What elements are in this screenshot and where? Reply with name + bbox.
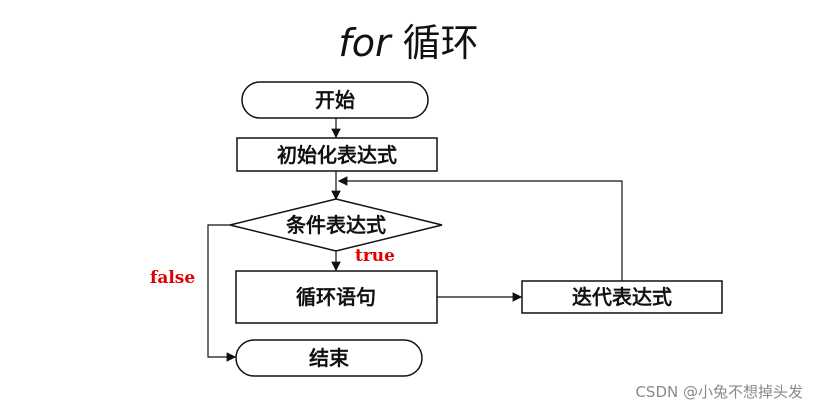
body-node (235, 270, 438, 324)
body-node-label: 循环语句 (296, 285, 376, 309)
arrow-condition-end (207, 224, 237, 362)
init-node (236, 137, 438, 172)
init-node-label: 初始化表达式 (277, 143, 397, 167)
title-cjk: 循环 (402, 21, 479, 65)
end-node (235, 339, 423, 377)
start-node (241, 81, 429, 119)
update-node (521, 280, 723, 314)
arrow-update-loop (337, 176, 623, 281)
condition-node-label: 条件表达式 (286, 213, 386, 237)
title-latin: for (338, 21, 391, 65)
false-label: false (150, 268, 195, 288)
update-node-label: 迭代表达式 (572, 285, 672, 309)
diagram-title: for 循环 (0, 12, 817, 67)
true-label: true (355, 246, 395, 266)
watermark: CSDN @小兔不想掉头发 (635, 383, 803, 401)
start-node-label: 开始 (315, 88, 355, 112)
end-node-label: 结束 (309, 346, 350, 370)
